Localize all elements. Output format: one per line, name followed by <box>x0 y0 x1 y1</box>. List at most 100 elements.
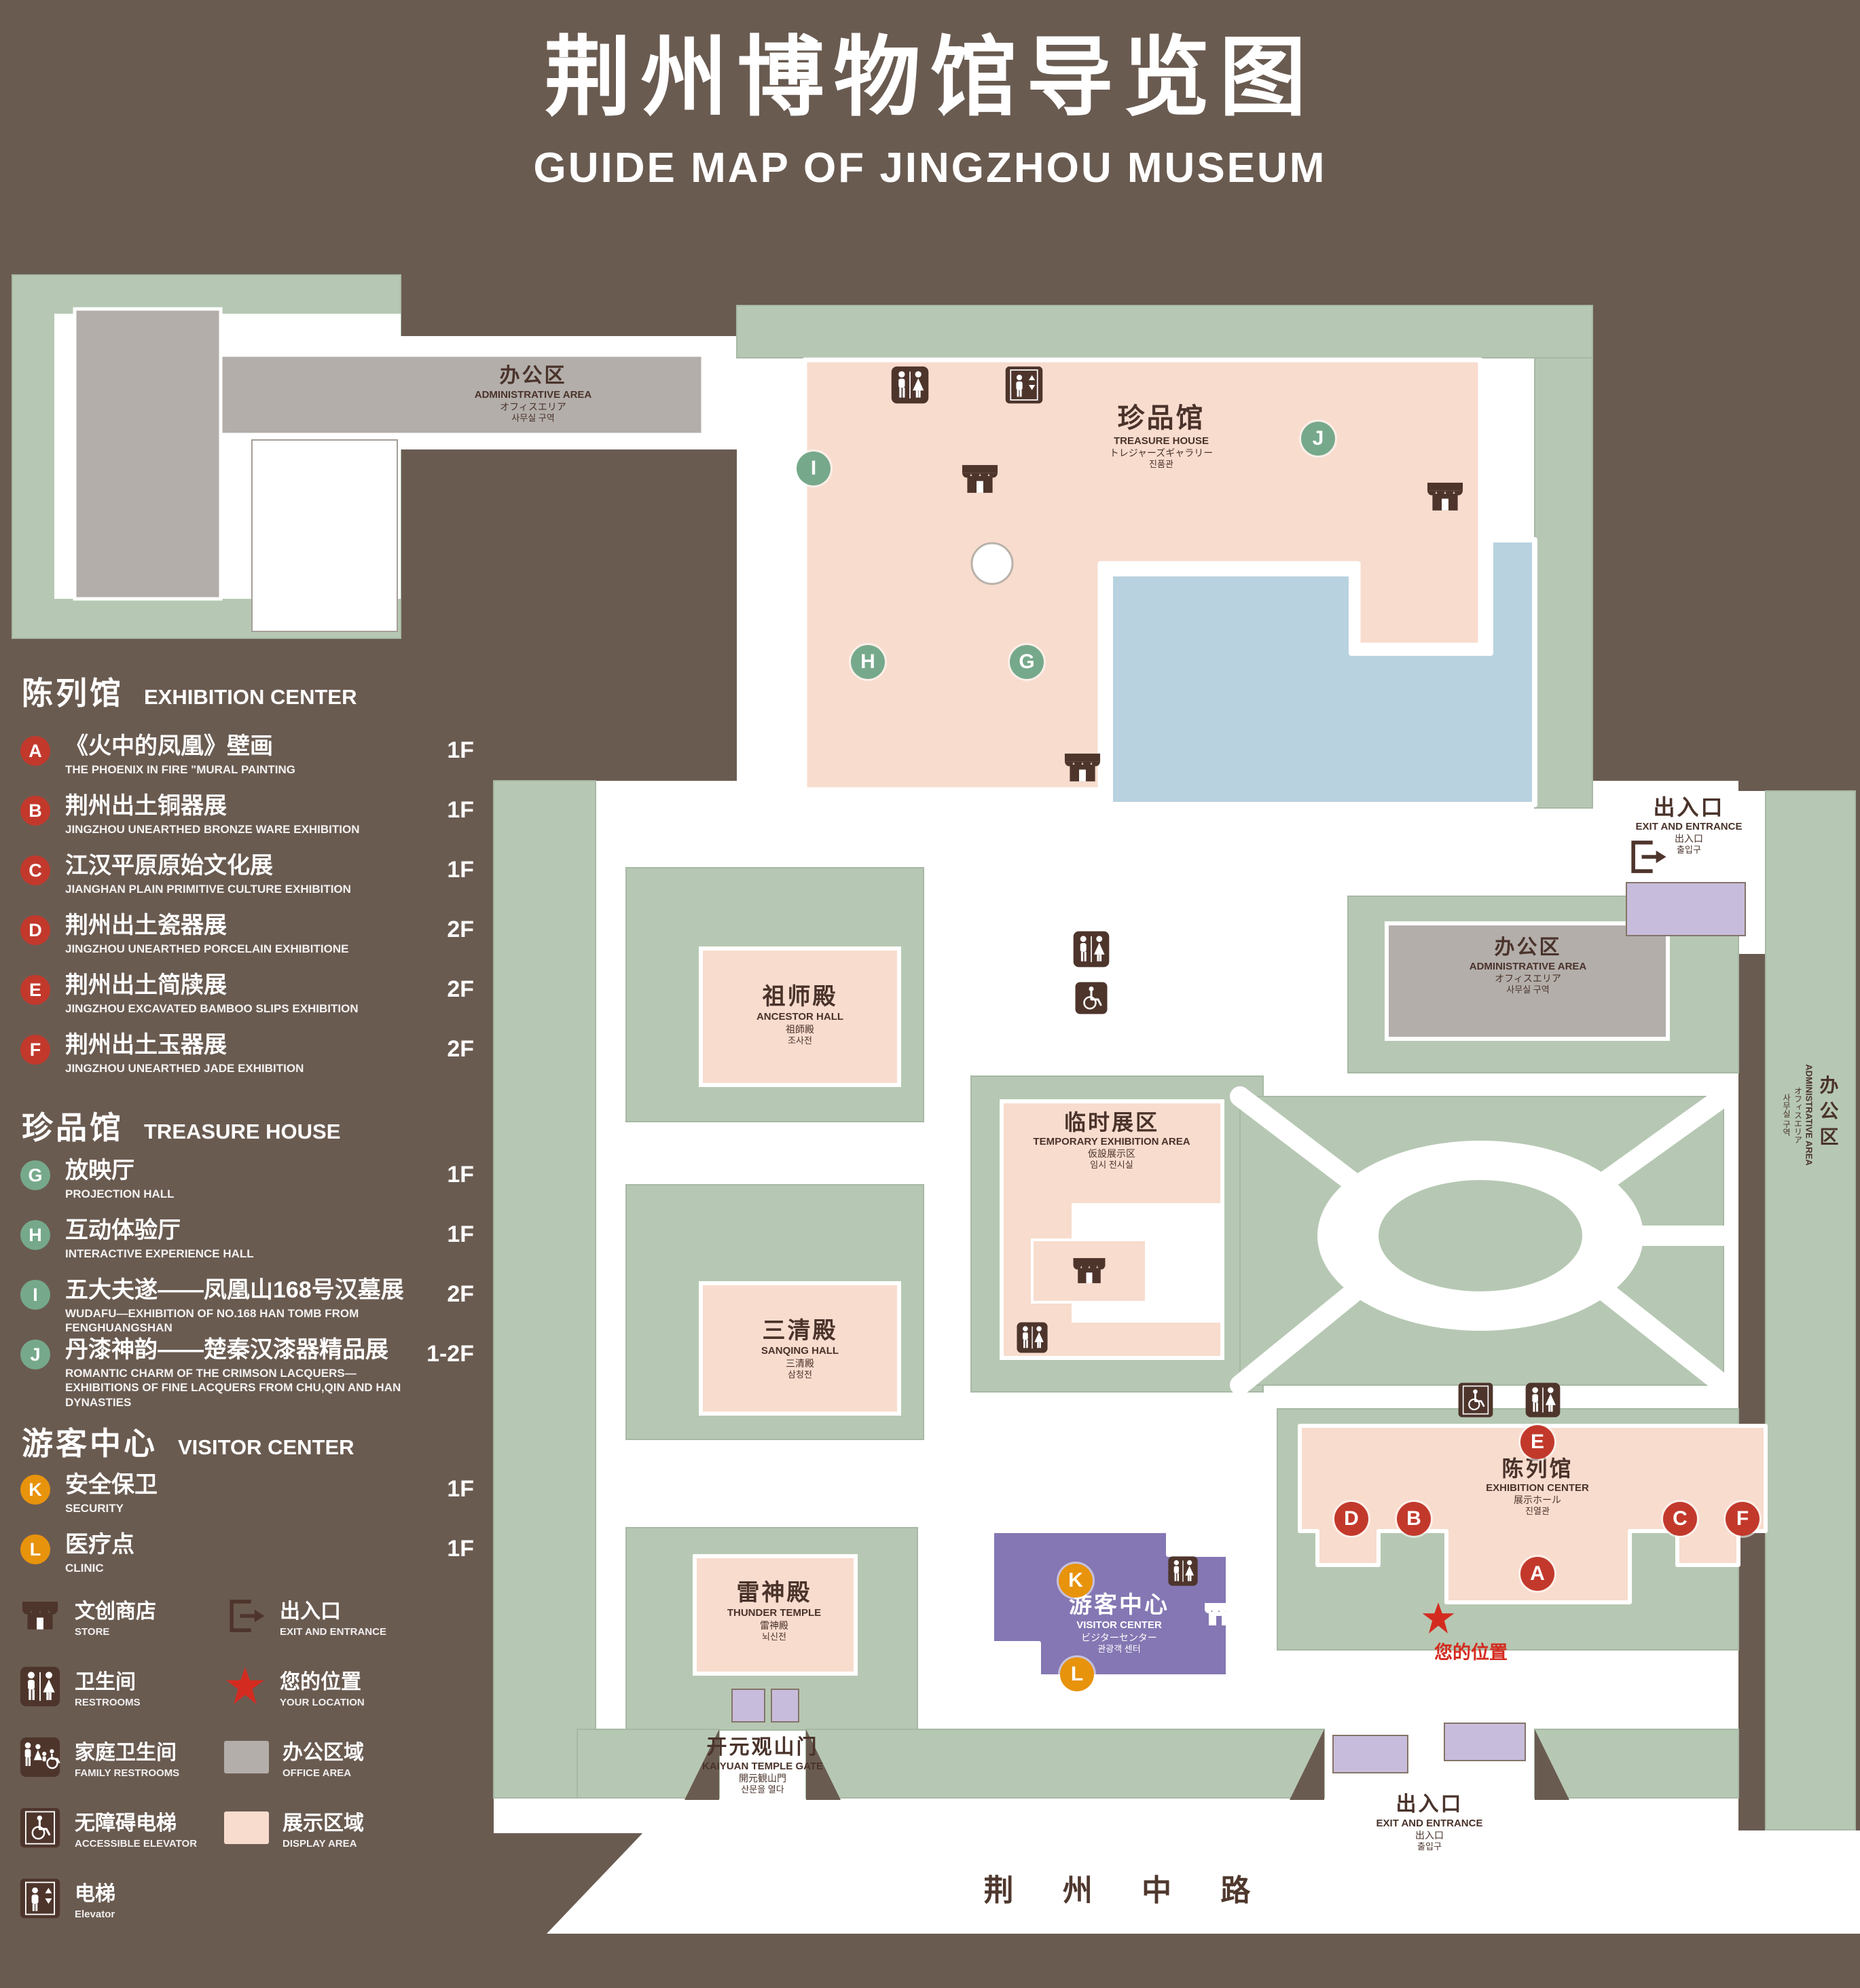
symbol-en: RESTROOMS <box>75 1697 141 1708</box>
accessible-elevator-icon <box>19 1807 61 1849</box>
symbol-en: ACCESSIBLE ELEVATOR <box>75 1838 198 1849</box>
ancestor-hall-building <box>699 946 901 1087</box>
entrance-pads <box>731 882 1746 1773</box>
exit-icon <box>224 1595 266 1637</box>
exit-icon <box>1626 836 1668 878</box>
item-floor: 1F <box>447 1221 474 1247</box>
label-jp: 雷神殿 <box>760 1619 788 1631</box>
item-en: INTERACTIVE EXPERIENCE HALL <box>65 1247 254 1261</box>
temporary-exhibition-building <box>1000 1099 1224 1360</box>
item-en: JINGZHOU EXCAVATED BAMBOO SLIPS EXHIBITI… <box>65 1002 359 1016</box>
legend-exit: 出入口 EXIT AND ENTRANCE <box>224 1594 386 1638</box>
legend-accessible-elevator: 无障碍电梯 ACCESSIBLE ELEVATOR <box>19 1806 197 1849</box>
label-en: EXIT AND ENTRANCE <box>1635 821 1743 833</box>
legend-item-c: C 江汉平原原始文化展 JIANGHAN PLAIN PRIMITIVE CUL… <box>20 853 474 896</box>
right-exit-label: 出入口 EXIT AND ENTRANCE 出入口 출입구 <box>1636 794 1743 855</box>
symbol-cn: 展示区域 <box>282 1812 364 1835</box>
label-kr: 조사전 <box>788 1035 812 1046</box>
label-en: EXIT AND ENTRANCE <box>1376 1817 1483 1829</box>
label-cn: 陈列馆 <box>1501 1456 1573 1481</box>
label-kr: 출입구 <box>1417 1841 1442 1852</box>
fountain <box>970 542 1014 585</box>
item-cn: 荆州出土玉器展 <box>65 1032 227 1058</box>
item-cn: 荆州出土铜器展 <box>65 793 227 819</box>
family-restroom-icon <box>1072 930 1110 968</box>
page-subtitle: GUIDE MAP OF JINGZHOU MUSEUM <box>533 145 1327 191</box>
green-top-band <box>736 305 1593 358</box>
item-floor: 1F <box>447 1536 474 1562</box>
label-cn: 办公区 <box>1494 936 1562 959</box>
admin-top-label: 办公区 ADMINISTRATIVE AREA オフィスエリア 사무실 구역 <box>475 364 592 424</box>
label-jp: 出入口 <box>1415 1829 1444 1841</box>
restroom-icon <box>1525 1382 1561 1418</box>
symbol-en: YOUR LOCATION <box>280 1697 365 1708</box>
south-exit-pad-left <box>1332 1735 1408 1773</box>
gate-pad-left <box>731 1689 765 1723</box>
item-cn: 安全保卫 <box>65 1472 158 1498</box>
marker-badge-e: E <box>20 975 50 1005</box>
label-en: ANCESTOR HALL <box>756 1011 844 1023</box>
label-cn: 办公区 <box>1817 1075 1839 1152</box>
label-jp: 三清殿 <box>785 1357 814 1369</box>
map-marker-j: J <box>1301 422 1335 456</box>
section-title-en: VISITOR CENTER <box>178 1435 354 1459</box>
item-en: THE PHOENIX IN FIRE "MURAL PAINTING <box>65 763 295 777</box>
label-cn: 三清殿 <box>762 1318 838 1344</box>
your-location-text: 您的位置 <box>1434 1642 1508 1663</box>
item-floor: 1F <box>447 857 474 883</box>
legend-your-location: 您的位置 YOUR LOCATION <box>224 1665 365 1708</box>
treasure-house-label: 珍品馆 TREASURE HOUSE トレジャーズギャラリー 진품관 <box>1110 402 1214 470</box>
label-kr: 임시 전시실 <box>1090 1160 1133 1171</box>
item-en: JINGZHOU UNEARTHED JADE EXHIBITION <box>65 1062 304 1075</box>
sanqing-hall-building <box>699 1281 901 1416</box>
marker-badge-b: B <box>20 796 50 826</box>
elevator-icon <box>19 1877 61 1919</box>
symbol-cn: 您的位置 <box>280 1671 361 1693</box>
temporary-area-label: 临时展区 TEMPORARY EXHIBITION AREA 仮設展示区 임시 … <box>1033 1109 1190 1171</box>
map-marker-h: H <box>851 645 885 679</box>
label-kr: 사무실 구역 <box>1506 984 1550 995</box>
item-cn: 荆州出土瓷器展 <box>65 913 227 938</box>
legend-item-f: F 荆州出土玉器展 JINGZHOU UNEARTHED JADE EXHIBI… <box>20 1032 474 1075</box>
item-en: JINGZHOU UNEARTHED PORCELAIN EXHIBITIONE <box>65 942 349 956</box>
marker-badge-d: D <box>20 915 50 945</box>
item-floor: 2F <box>447 1281 474 1307</box>
boundary-wedges <box>685 1729 1569 1800</box>
label-jp: 展示ホール <box>1514 1494 1561 1506</box>
location-star-icon <box>1421 1601 1456 1636</box>
map-marker-e: E <box>1520 1425 1554 1459</box>
marker-badge-c: C <box>20 855 50 885</box>
map-marker-k: K <box>1059 1564 1093 1598</box>
item-floor: 1F <box>447 1162 474 1188</box>
legend-item-e: E 荆州出土简牍展 JINGZHOU EXCAVATED BAMBOO SLIP… <box>20 972 474 1016</box>
label-kr: 사무실 구역 <box>1781 1093 1791 1137</box>
marker-badge-i: I <box>20 1280 50 1310</box>
symbol-en: DISPLAY AREA <box>282 1838 357 1849</box>
symbol-en: OFFICE AREA <box>282 1767 352 1779</box>
store-icon <box>959 458 1001 500</box>
green-left-column <box>493 780 596 1799</box>
item-cn: 《火中的凤凰》壁画 <box>65 733 273 759</box>
admin-right-label: 办公区 ADMINISTRATIVE AREA オフィスエリア 사무실 구역 <box>1781 1061 1842 1166</box>
admin-mid-label: 办公区 ADMINISTRATIVE AREA オフィスエリア 사무실 구역 <box>1470 936 1587 995</box>
legend-store: 文创商店 STORE <box>19 1594 156 1638</box>
admin-island <box>12 274 754 639</box>
label-en: ADMINISTRATIVE AREA <box>474 388 592 401</box>
visitor-center-label: 游客中心 VISITOR CENTER ビジターセンター 관광객 센터 <box>1069 1591 1169 1655</box>
marker-badge-g: G <box>20 1160 50 1190</box>
page-title: 荆州博物馆导览图 <box>544 29 1316 126</box>
label-en: VISITOR CENTER <box>1076 1619 1162 1632</box>
office-area-swatch <box>224 1741 269 1773</box>
road-label: 荆 州 中 路 <box>983 1874 1271 1907</box>
accessible-elevator-icon <box>1457 1382 1494 1418</box>
label-en: KAIYUAN TEMPLE GATE <box>701 1760 824 1772</box>
symbol-cn: 无障碍电梯 <box>75 1812 177 1835</box>
symbol-cn: 卫生间 <box>75 1671 136 1693</box>
legend-item-b: B 荆州出土铜器展 JINGZHOU UNEARTHED BRONZE WARE… <box>20 793 474 836</box>
label-cn: 珍品馆 <box>1117 403 1205 433</box>
label-jp: 祖師殿 <box>786 1023 814 1035</box>
label-jp: オフィスエリア <box>1793 1086 1803 1143</box>
admin-mid-building <box>1385 921 1670 1041</box>
green-south-band-3 <box>1534 1729 1739 1799</box>
